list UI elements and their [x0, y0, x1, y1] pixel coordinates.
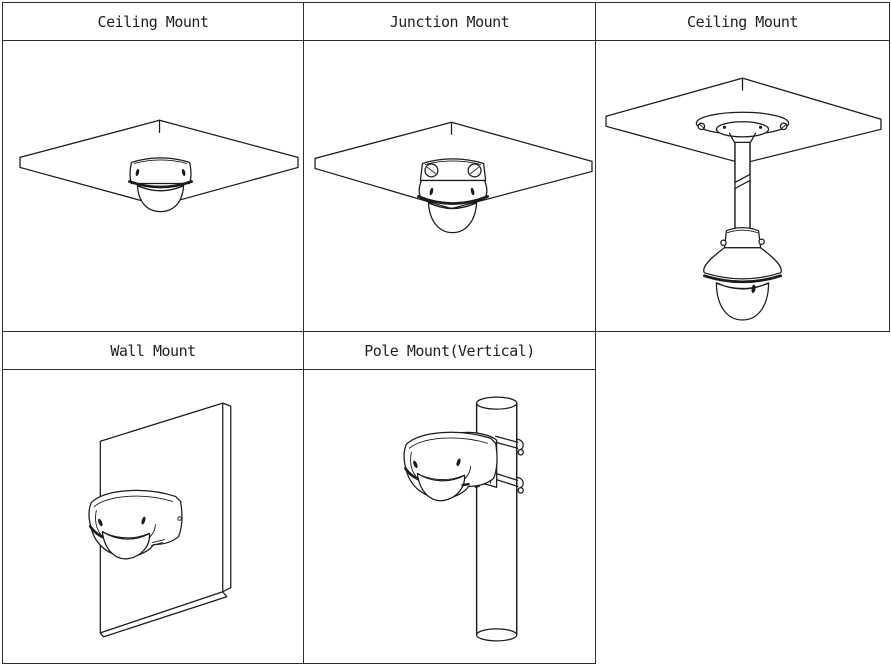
wall-mount-cell [3, 370, 304, 664]
header-wall-mount: Wall Mount [3, 332, 304, 370]
dome-camera-junction-box-diagram [314, 121, 593, 234]
mount-table-bottom-section: Wall Mount Pole Mount(Vertical) [2, 332, 890, 664]
pole-straps [495, 435, 524, 494]
junction-mount-cell [304, 41, 596, 332]
mini-dome-camera [417, 179, 489, 234]
ceiling-mount-plate [695, 111, 790, 143]
dome-camera-wall-bracket-diagram [88, 402, 232, 638]
ceiling-mount-cell-2 [596, 41, 890, 332]
pole-mount-cell [304, 370, 596, 664]
junction-box [419, 158, 487, 182]
dome-camera-pendant-bracket-diagram [605, 77, 882, 321]
dome-camera-direct-ceiling-diagram [19, 119, 299, 213]
dome-camera-pole-clamp-diagram [403, 396, 524, 642]
ceiling-tile [19, 119, 299, 207]
header-ceiling-mount-2: Ceiling Mount [596, 3, 890, 41]
mount-table-top-section: Ceiling Mount Junction Mount Ceiling Mou… [2, 2, 890, 332]
header-ceiling-mount-1: Ceiling Mount [3, 3, 304, 41]
ceiling-tile [314, 121, 593, 210]
side-view-dome-camera [403, 431, 498, 502]
header-junction-mount: Junction Mount [304, 3, 596, 41]
mini-dome-camera [128, 157, 193, 213]
side-view-dome-camera [88, 489, 183, 560]
ceiling-mount-cell-1 [3, 41, 304, 332]
pendant-dome-camera [703, 227, 782, 321]
pendant-pole [734, 141, 751, 232]
header-pole-mount-vertical: Pole Mount(Vertical) [304, 332, 596, 370]
ceiling-tile [605, 77, 882, 165]
